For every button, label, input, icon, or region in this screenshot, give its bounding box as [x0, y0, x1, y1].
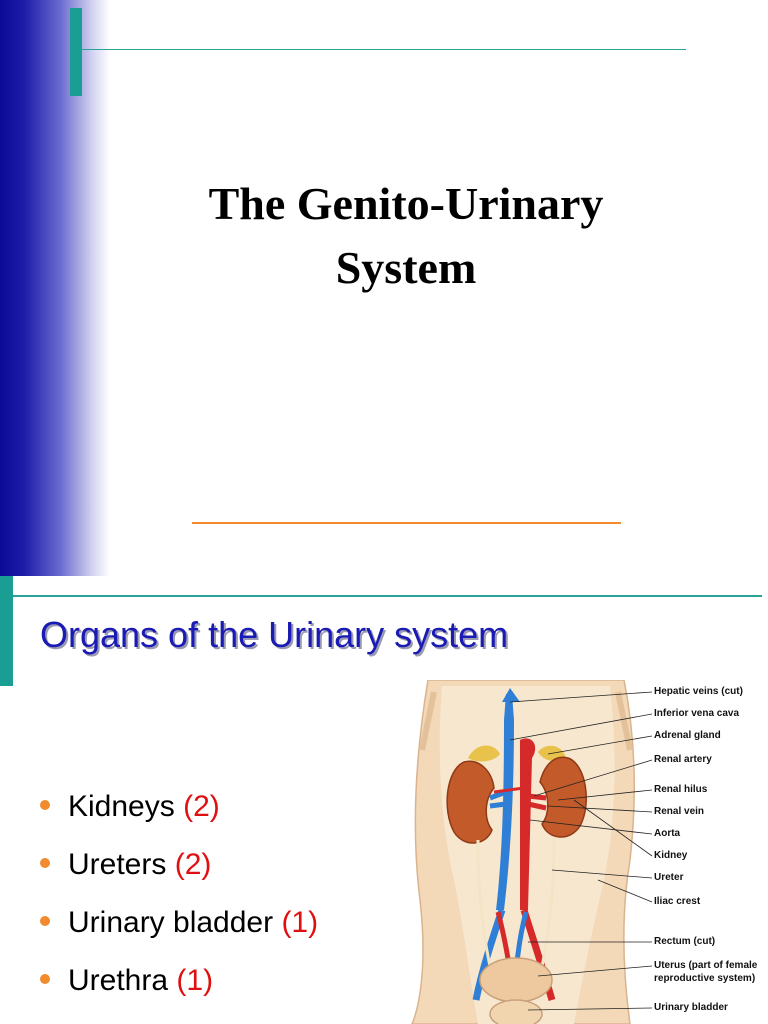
label-uterus: Uterus (part of female: [654, 960, 758, 971]
sidebar-gradient: [0, 0, 110, 576]
organ-count: (2): [174, 848, 212, 881]
teal-accent-bar: [70, 8, 82, 96]
top-divider: [82, 49, 686, 50]
slide-heading: Organs of the Urinary system: [40, 614, 509, 655]
bullet-icon: [40, 916, 50, 927]
organ-name: Urinary bladder: [68, 906, 274, 939]
bullet-icon: [40, 974, 50, 985]
bullet-icon: [40, 858, 50, 869]
label-uterus-cont: reproductive system): [654, 973, 756, 984]
slide-title-line2: System: [335, 242, 477, 293]
anatomy-illustration: [411, 679, 653, 1024]
organs-slide: Organs of the Urinary system Kidneys (2)…: [0, 576, 768, 1024]
title-slide: The Genito-Urinary System: [0, 0, 686, 576]
organ-name: Ureters: [68, 848, 167, 881]
teal-accent-bar: [0, 576, 13, 686]
label-renal-artery: Renal artery: [654, 754, 712, 765]
label-inferior-vena-cava: Inferior vena cava: [654, 708, 740, 719]
list-item: Kidneys (2): [40, 778, 318, 836]
label-adrenal-gland: Adrenal gland: [654, 730, 721, 741]
organ-name: Kidneys: [68, 790, 175, 823]
organ-count: (1): [176, 964, 214, 997]
label-renal-hilus: Renal hilus: [654, 784, 708, 795]
orange-divider: [192, 522, 621, 524]
organ-list: Kidneys (2) Ureters (2) Urinary bladder …: [40, 778, 318, 1010]
label-urinary-bladder: Urinary bladder: [654, 1002, 728, 1013]
list-item: Urinary bladder (1): [40, 894, 318, 952]
organ-name: Urethra: [68, 964, 169, 997]
list-item: Urethra (1): [40, 952, 318, 1010]
slide-title-line1: The Genito-Urinary: [208, 178, 604, 229]
organ-count: (2): [183, 790, 220, 823]
label-iliac-crest: Iliac crest: [654, 896, 701, 907]
urinary-anatomy-figure: Hepatic veins (cut) Inferior vena cava A…: [398, 679, 768, 1024]
bullet-icon: [40, 800, 50, 811]
top-divider: [13, 595, 762, 597]
label-hepatic-veins: Hepatic veins (cut): [654, 686, 743, 697]
label-kidney: Kidney: [654, 850, 688, 861]
label-rectum: Rectum (cut): [654, 936, 716, 947]
label-ureter: Ureter: [654, 872, 684, 883]
organ-count: (1): [281, 906, 319, 939]
label-aorta: Aorta: [654, 828, 681, 839]
label-renal-vein: Renal vein: [654, 806, 705, 817]
slide-title: The Genito-Urinary System: [150, 172, 662, 300]
list-item: Ureters (2): [40, 836, 318, 894]
